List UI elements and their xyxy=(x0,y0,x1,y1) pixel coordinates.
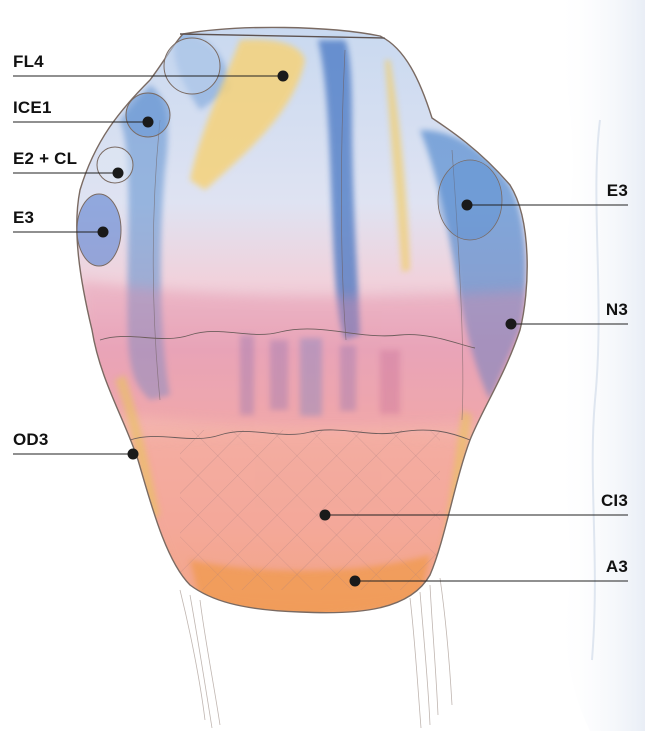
marker-ci3 xyxy=(320,510,331,521)
marker-a3 xyxy=(350,576,361,587)
marker-e2cl xyxy=(113,168,124,179)
marker-e3-right xyxy=(462,200,473,211)
marker-ice1 xyxy=(143,117,154,128)
marker-fl4 xyxy=(278,71,289,82)
label-n3: N3 xyxy=(606,300,628,320)
label-e2-cl: E2 + CL xyxy=(13,149,77,169)
label-od3: OD3 xyxy=(13,430,49,450)
marker-e3-left xyxy=(98,227,109,238)
label-a3: A3 xyxy=(606,557,628,577)
label-ci3: CI3 xyxy=(601,491,628,511)
label-e3-left: E3 xyxy=(13,208,34,228)
label-fl4: FL4 xyxy=(13,52,44,72)
label-e3-right: E3 xyxy=(607,181,628,201)
marker-n3 xyxy=(506,319,517,330)
marker-od3 xyxy=(128,449,139,460)
label-ice1: ICE1 xyxy=(13,98,52,118)
paper-sheet xyxy=(555,0,645,731)
